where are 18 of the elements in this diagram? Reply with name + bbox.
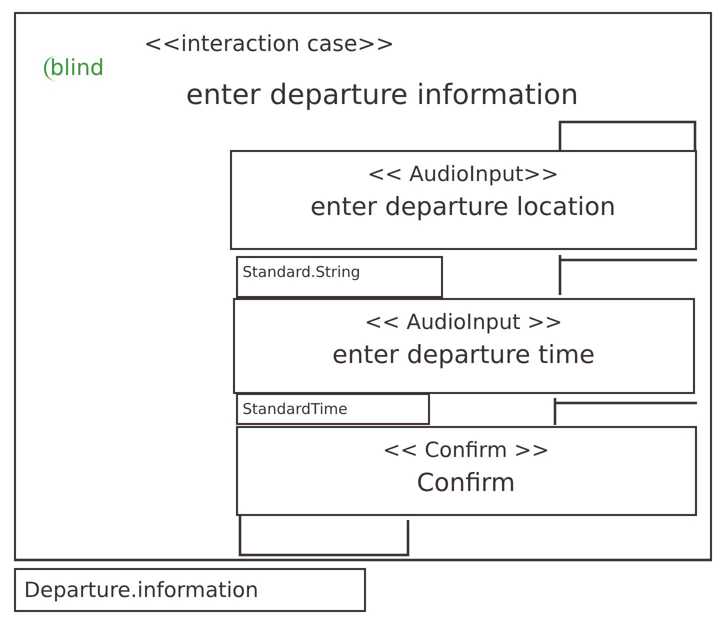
stereotype-label: << AudioInput>> [366, 160, 560, 188]
case-name: enter departure information [186, 78, 578, 111]
element-name: Confirm [416, 466, 516, 499]
confirm-box [236, 426, 696, 516]
stereotype-label: << Confirm >> [382, 436, 550, 464]
input-box [230, 150, 696, 250]
output-tag [14, 568, 366, 612]
type-tag [236, 392, 430, 424]
stereotype-label: << AudioInput >> [364, 308, 564, 336]
element-name: enter departure location [309, 190, 617, 223]
type-name: Departure.information [24, 578, 258, 602]
actor-label: blind [44, 56, 104, 81]
type-name: StandardTime [242, 400, 348, 418]
stereotype-label: <<interaction case>> [144, 32, 394, 57]
input-box [232, 298, 694, 394]
element-name: enter departure time [331, 338, 596, 371]
type-name: Standard.String [242, 262, 360, 280]
type-tag [236, 256, 442, 298]
